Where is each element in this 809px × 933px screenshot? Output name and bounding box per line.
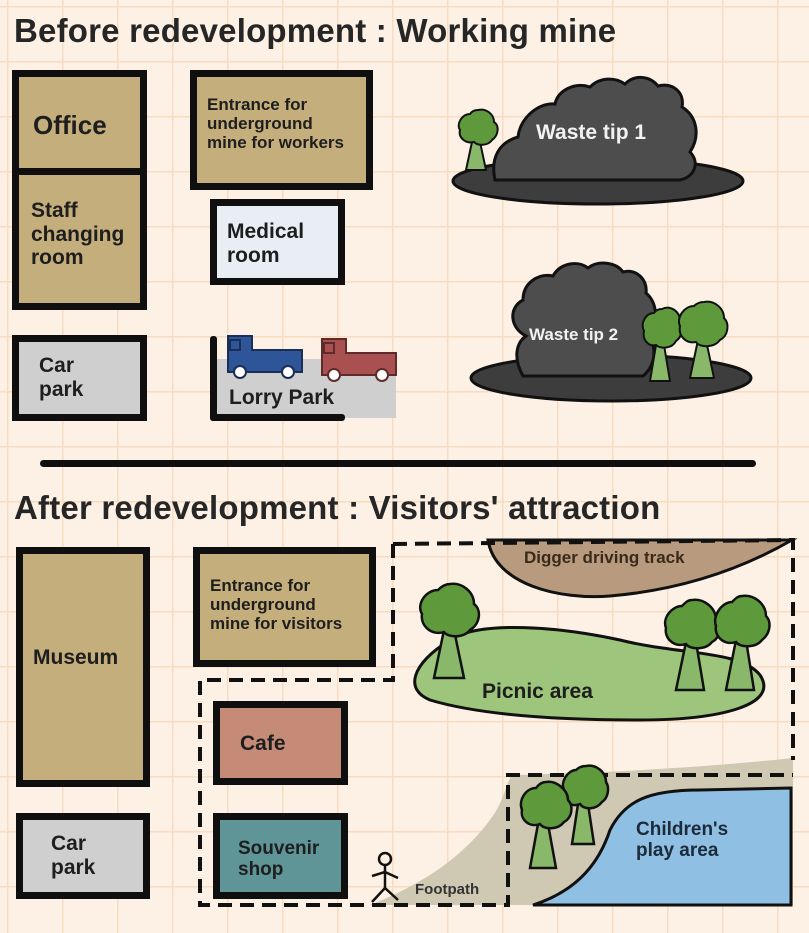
cafe-building: Cafe: [213, 701, 348, 785]
museum-label: Museum: [33, 646, 119, 669]
visitors-mine-entrance: Entrance for underground mine for visito…: [193, 547, 376, 667]
tree-icon: [561, 764, 610, 846]
cafe-label: Cafe: [240, 732, 286, 755]
office-building: Office: [12, 70, 147, 175]
lorry-icon: [321, 338, 397, 382]
lorry-icon: [227, 335, 303, 379]
waste-tip-1-label: Waste tip 1: [536, 121, 647, 144]
tree-icon: [663, 598, 721, 692]
after-heading: After redevelopment : Visitors' attracti…: [14, 489, 661, 526]
dashed-boundary: [198, 544, 793, 907]
tree-icon: [419, 582, 481, 680]
lorry-park-wall: [210, 336, 217, 421]
souvenir-shop-building: Souvenir shop: [213, 813, 348, 899]
lorry-park-label: Lorry Park: [229, 386, 335, 409]
workers-mine-entrance-label: Entrance for underground mine for worker…: [207, 95, 344, 153]
office-label: Office: [33, 110, 107, 140]
play-area-shape: [532, 786, 793, 907]
waste-tip-2: [469, 261, 753, 403]
staff-changing-room: Staff changing room: [12, 168, 147, 310]
tree-icon: [457, 108, 499, 171]
footpath-label: Footpath: [415, 881, 480, 898]
digger-track-label: Digger driving track: [524, 548, 685, 567]
waste-tip-1: [451, 76, 745, 206]
play-area-label: Children's play area: [636, 819, 729, 862]
tree-icon: [641, 306, 684, 382]
medical-room-label: Medical room: [227, 220, 305, 267]
tree-icon: [519, 780, 573, 870]
tree-icon: [678, 300, 729, 379]
museum-building: Museum: [16, 547, 150, 787]
picnic-area-label: Picnic area: [482, 680, 593, 703]
lorry-park-wall: [210, 414, 345, 421]
before-car-park-label: Car park: [39, 354, 84, 401]
dashed-boundary: [392, 537, 795, 760]
picnic-area-shape: [413, 626, 766, 722]
visitors-mine-entrance-label: Entrance for underground mine for visito…: [210, 576, 343, 634]
staff-changing-room-label: Staff changing room: [31, 199, 125, 270]
workers-mine-entrance: Entrance for underground mine for worker…: [190, 70, 373, 190]
stick-figure-icon: [371, 851, 399, 903]
before-car-park: Car park: [12, 335, 147, 421]
before-heading: Before redevelopment : Working mine: [14, 12, 617, 49]
souvenir-shop-label: Souvenir shop: [238, 838, 320, 881]
section-divider: [40, 460, 756, 467]
after-car-park-label: Car park: [51, 832, 96, 879]
after-car-park: Car park: [16, 813, 150, 899]
digger-track-area: [486, 538, 798, 599]
medical-room: Medical room: [210, 199, 345, 285]
tree-icon: [713, 594, 771, 692]
waste-tip-2-label: Waste tip 2: [529, 325, 619, 344]
